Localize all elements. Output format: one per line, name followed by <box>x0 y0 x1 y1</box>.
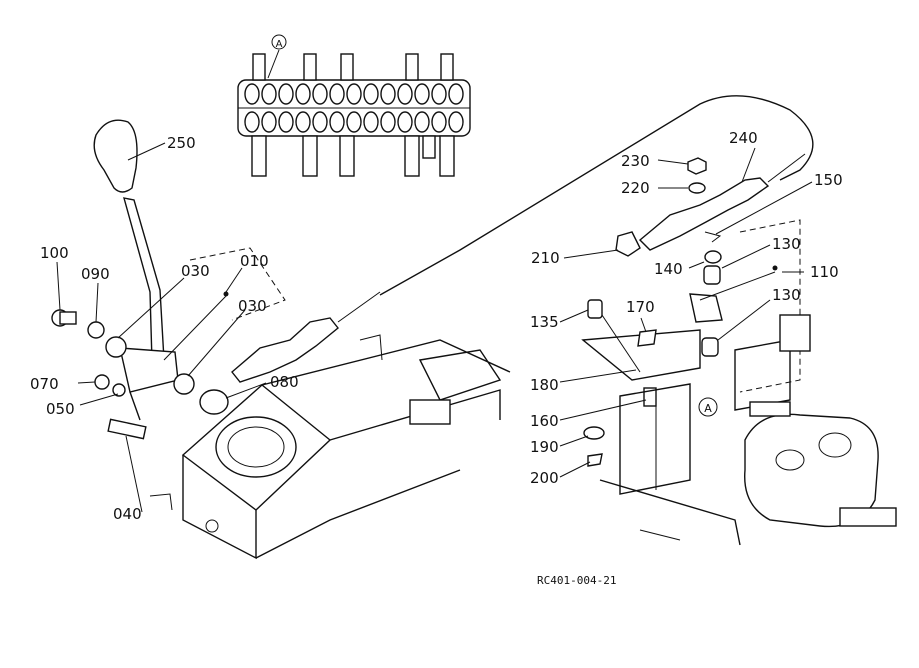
valve-spool <box>295 83 311 105</box>
valve-spool <box>431 111 447 133</box>
valve-spool-stem <box>303 53 317 81</box>
figure-code: RC401-004-21 <box>537 574 616 587</box>
leader-lines <box>56 142 813 513</box>
valve-spool <box>448 83 464 105</box>
valve-spool-stem <box>252 53 266 81</box>
valve-spool <box>312 111 328 133</box>
valve-spool <box>380 111 396 133</box>
valve-spool <box>448 111 464 133</box>
label-160: 160 <box>530 412 559 430</box>
label-150: 150 <box>814 171 843 189</box>
valve-spool <box>363 83 379 105</box>
valve-spool <box>431 83 447 105</box>
label-135: 135 <box>530 313 559 331</box>
valve-spool <box>261 83 277 105</box>
control-cable <box>379 95 814 296</box>
valve-spool <box>397 83 413 105</box>
valve-spool <box>414 83 430 105</box>
label-130-upper: 130 <box>772 235 801 253</box>
label-250: 250 <box>167 134 196 152</box>
valve-spool <box>329 111 345 133</box>
label-090: 090 <box>81 265 110 283</box>
valve-spool <box>278 111 294 133</box>
valve-spool <box>244 111 260 133</box>
label-050: 050 <box>46 400 75 418</box>
cable-end-left <box>231 291 381 383</box>
label-080: 080 <box>270 373 299 391</box>
label-070: 070 <box>30 375 59 393</box>
label-140: 140 <box>654 260 683 278</box>
hydraulic-valve-body <box>599 401 897 546</box>
valve-spool <box>244 83 260 105</box>
shift-lever-assembly <box>93 119 179 440</box>
valve-spool <box>414 111 430 133</box>
label-010: 010 <box>240 252 269 270</box>
valve-spool-stem <box>440 53 454 81</box>
right-cable-assembly <box>615 153 806 257</box>
valve-spool <box>295 111 311 133</box>
label-130-lower: 130 <box>772 286 801 304</box>
valve-spool <box>380 83 396 105</box>
control-valve-block: A <box>237 34 471 177</box>
label-210: 210 <box>531 249 560 267</box>
label-030-upper: 030 <box>181 262 210 280</box>
valve-spool <box>363 111 379 133</box>
part-labels: 250 100 090 030 010 030 070 050 080 040 … <box>30 129 843 587</box>
label-220: 220 <box>621 179 650 197</box>
label-180: 180 <box>530 376 559 394</box>
lever-hardware <box>51 291 229 415</box>
valve-spool <box>346 111 362 133</box>
valve-spool <box>261 111 277 133</box>
valve-spool <box>397 111 413 133</box>
label-200: 200 <box>530 469 559 487</box>
callout-a-top: A <box>276 39 283 50</box>
label-030-lower: 030 <box>238 297 267 315</box>
bracket-assembly: A <box>581 219 811 495</box>
valve-spool-stem <box>340 53 354 81</box>
label-170: 170 <box>626 298 655 316</box>
valve-spool <box>346 83 362 105</box>
label-230: 230 <box>621 152 650 170</box>
valve-spool-stem <box>405 53 419 81</box>
label-040: 040 <box>113 505 142 523</box>
label-100: 100 <box>40 244 69 262</box>
callout-a-bottom: A <box>704 402 712 415</box>
label-190: 190 <box>530 438 559 456</box>
valve-spool <box>329 83 345 105</box>
valve-spool <box>312 83 328 105</box>
label-240: 240 <box>729 129 758 147</box>
valve-spool <box>278 83 294 105</box>
gear-housing <box>149 334 511 560</box>
label-110: 110 <box>810 263 839 281</box>
